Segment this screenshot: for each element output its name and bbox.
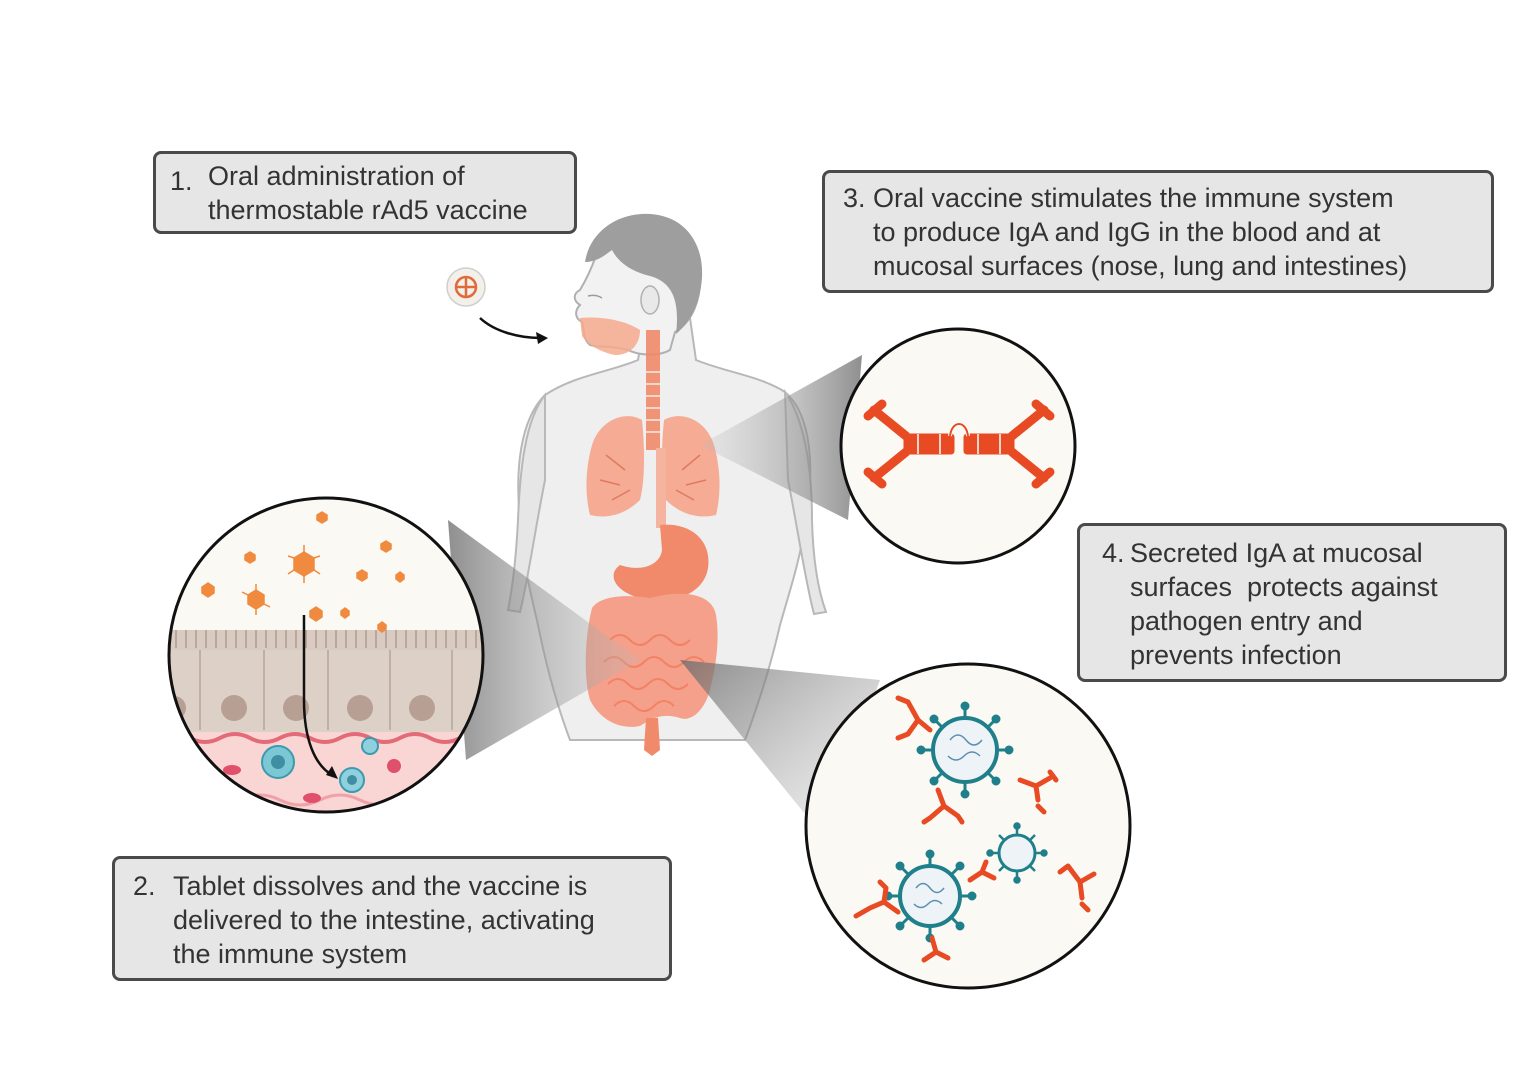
ingestion-arrow xyxy=(479,317,548,344)
step-3-box: 3. Oral vaccine stimulates the immune sy… xyxy=(822,170,1494,293)
step-2-line-2: delivered to the intestine, activating xyxy=(173,905,595,935)
step-3-number: 3. xyxy=(843,183,866,213)
step-2-number: 2. xyxy=(133,871,156,901)
step-3-line-1: Oral vaccine stimulates the immune syste… xyxy=(873,183,1394,213)
step-1-line-1: Oral administration of xyxy=(208,161,465,191)
coronavirus-particle-icon xyxy=(916,701,1014,799)
step-1-line-2: thermostable rAd5 vaccine xyxy=(208,195,528,225)
antibody-iga-inset xyxy=(839,327,1077,565)
adenovirus-particle-icon xyxy=(201,511,405,633)
step-1-number: 1. xyxy=(170,166,193,196)
step-1-box: 1. Oral administration of thermostable r… xyxy=(153,151,577,234)
step-2-line-3: the immune system xyxy=(173,939,408,969)
vaccine-tablet-icon xyxy=(446,267,486,307)
lung-zoom-beam xyxy=(700,355,862,520)
intestine-epithelium-inset xyxy=(167,496,485,814)
step-3-line-2: to produce IgA and IgG in the blood and … xyxy=(873,217,1381,247)
dimeric-iga-antibody-icon xyxy=(863,399,1055,489)
neutralisation-inset xyxy=(804,662,1132,990)
step-4-line-2: surfaces protects against xyxy=(1130,572,1438,602)
igg-antibody-icon xyxy=(853,695,1097,963)
step-4-line-3: pathogen entry and xyxy=(1130,606,1363,636)
step-3-line-3: mucosal surfaces (nose, lung and intesti… xyxy=(873,251,1408,281)
step-4-line-4: prevents infection xyxy=(1130,640,1342,670)
step-2-line-1: Tablet dissolves and the vaccine is xyxy=(173,871,588,901)
step-2-box: 2. Tablet dissolves and the vaccine is d… xyxy=(112,856,672,981)
step-4-box: 4. Secreted IgA at mucosal surfaces prot… xyxy=(1077,523,1507,682)
step-4-number: 4. xyxy=(1102,538,1125,568)
step-4-line-1: Secreted IgA at mucosal xyxy=(1130,538,1423,568)
intestine-zoom-beam xyxy=(448,520,640,760)
immune-cell-icon xyxy=(261,737,379,793)
